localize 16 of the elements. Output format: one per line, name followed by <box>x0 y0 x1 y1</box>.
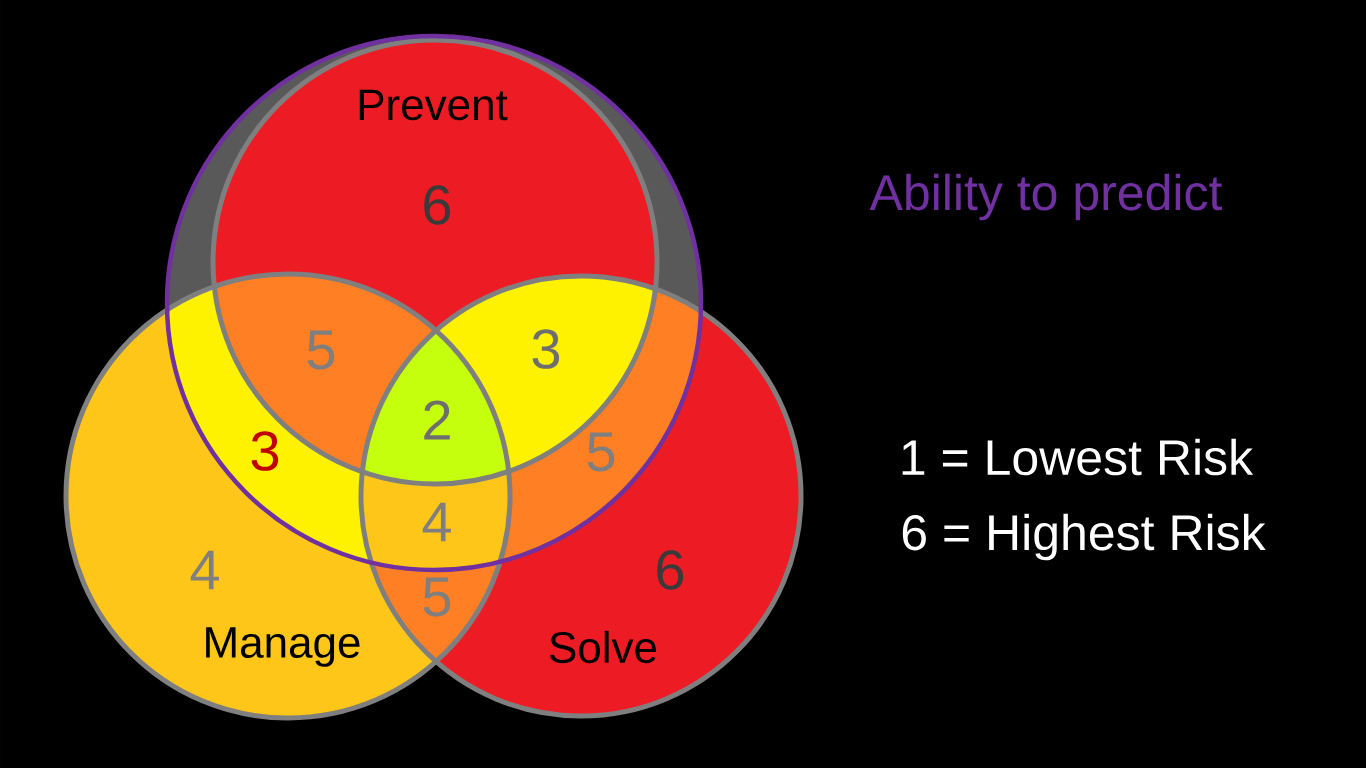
risk-number: 6 <box>657 550 684 590</box>
risk-number: 3 <box>532 329 560 369</box>
risk-scale-note: 6 = Highest Risk <box>902 513 1266 561</box>
circle-label: Prevent <box>359 89 508 121</box>
risk-number: 3 <box>251 431 279 471</box>
risk-number: 5 <box>307 330 335 370</box>
risk-number: 4 <box>190 550 219 590</box>
circle-label: Solve <box>549 630 657 664</box>
risk-number: 5 <box>587 432 615 472</box>
risk-number: 2 <box>424 400 450 440</box>
risk-scale-note: 1 = Lowest Risk <box>902 438 1254 476</box>
risk-number: 6 <box>424 185 451 225</box>
risk-number: 4 <box>422 502 451 542</box>
circle-caption: Ability to predict <box>869 173 1222 221</box>
risk-number: 5 <box>423 577 451 617</box>
circle-label: Manage <box>206 627 360 667</box>
